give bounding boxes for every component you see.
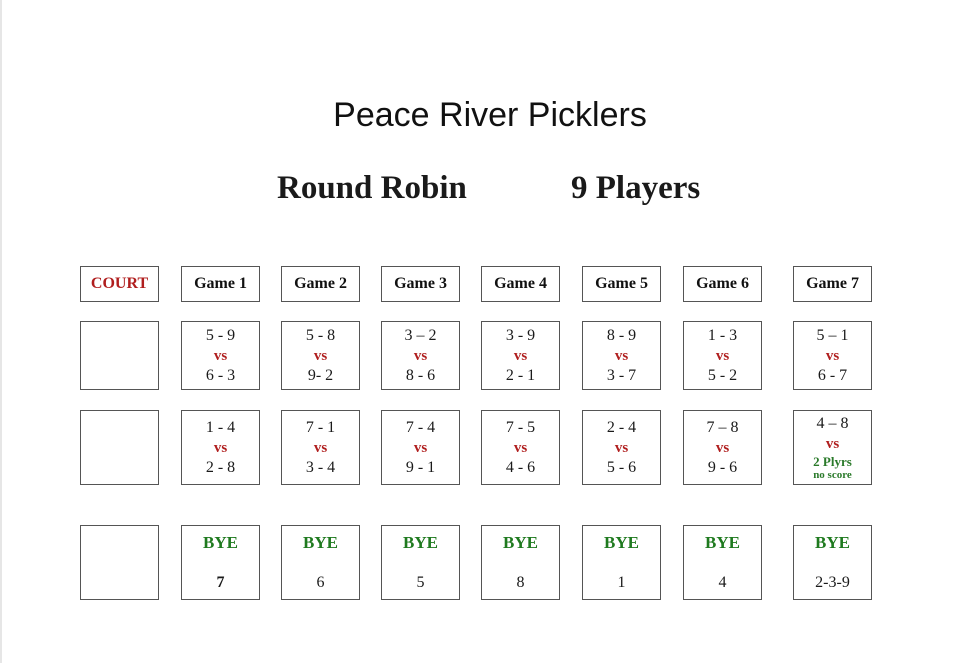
bye-player: 8	[516, 573, 525, 591]
game-2-header: Game 2	[281, 266, 360, 302]
vs-label: vs	[614, 439, 629, 456]
team-a: 8 - 9	[606, 326, 637, 344]
vs-label: vs	[825, 347, 840, 364]
bye-label: BYE	[303, 532, 338, 552]
vs-label: vs	[715, 347, 730, 364]
court-2-game-1: 1 - 4 vs 2 - 8	[181, 410, 260, 485]
court-2-game-3: 7 - 4 vs 9 - 1	[381, 410, 460, 485]
bye-player: 1	[617, 573, 626, 591]
bye-game-6: BYE 4	[683, 525, 762, 600]
team-a: 5 – 1	[816, 326, 849, 344]
bye-player: 7	[216, 573, 225, 591]
bye-label: BYE	[203, 532, 238, 552]
team-a: 7 - 1	[305, 418, 336, 436]
bye-label: BYE	[705, 532, 740, 552]
team-a: 7 – 8	[706, 418, 739, 436]
court-1-game-4: 3 - 9 vs 2 - 1	[481, 321, 560, 390]
team-b: 9- 2	[307, 366, 334, 384]
court-1-game-3: 3 – 2 vs 8 - 6	[381, 321, 460, 390]
bye-game-2: BYE 6	[281, 525, 360, 600]
team-b: 9 - 6	[707, 458, 738, 476]
team-a: 3 – 2	[404, 326, 437, 344]
schedule-format-title: Round Robin	[277, 170, 467, 206]
game-6-header: Game 6	[683, 266, 762, 302]
player-count-title: 9 Players	[571, 170, 701, 206]
court-1-game-5: 8 - 9 vs 3 - 7	[582, 321, 661, 390]
vs-label: vs	[513, 347, 528, 364]
court-2-game-2: 7 - 1 vs 3 - 4	[281, 410, 360, 485]
bye-player: 5	[416, 573, 425, 591]
court-1-game-2: 5 - 8 vs 9- 2	[281, 321, 360, 390]
team-b: 8 - 6	[405, 366, 436, 384]
team-b: 2 - 8	[205, 458, 236, 476]
vs-label: vs	[513, 439, 528, 456]
team-b: 3 - 7	[606, 366, 637, 384]
team-a: 7 - 4	[405, 418, 436, 436]
vs-label: vs	[313, 439, 328, 456]
vs-label: vs	[715, 439, 730, 456]
vs-label: vs	[213, 439, 228, 456]
page-edge	[0, 0, 2, 663]
bye-game-5: BYE 1	[582, 525, 661, 600]
game-7-header: Game 7	[793, 266, 872, 302]
court-2-game-6: 7 – 8 vs 9 - 6	[683, 410, 762, 485]
bye-label: BYE	[604, 532, 639, 552]
game-5-header: Game 5	[582, 266, 661, 302]
team-b: 6 - 3	[205, 366, 236, 384]
vs-label: vs	[313, 347, 328, 364]
bye-row-court-cell	[80, 525, 159, 600]
vs-label: vs	[614, 347, 629, 364]
team-a: 7 - 5	[505, 418, 536, 436]
vs-label: vs	[413, 439, 428, 456]
game-3-header: Game 3	[381, 266, 460, 302]
court-2-game-4: 7 - 5 vs 4 - 6	[481, 410, 560, 485]
bye-player: 6	[316, 573, 325, 591]
team-a: 5 - 9	[205, 326, 236, 344]
bye-player: 2-3-9	[815, 573, 850, 591]
court-1-game-7: 5 – 1 vs 6 - 7	[793, 321, 872, 390]
team-b: 3 - 4	[305, 458, 336, 476]
team-a: 3 - 9	[505, 326, 536, 344]
bye-label: BYE	[403, 532, 438, 552]
team-b: 5 - 6	[606, 458, 637, 476]
bye-player: 4	[718, 573, 727, 591]
bye-game-7: BYE 2-3-9	[793, 525, 872, 600]
bye-game-4: BYE 8	[481, 525, 560, 600]
team-b: 4 - 6	[505, 458, 536, 476]
team-b: 6 - 7	[817, 366, 848, 384]
team-b: 9 - 1	[405, 458, 436, 476]
court-1-game-1: 5 - 9 vs 6 - 3	[181, 321, 260, 390]
bye-game-3: BYE 5	[381, 525, 460, 600]
court-1-cell	[80, 321, 159, 390]
organization-title: Peace River Picklers	[333, 96, 647, 134]
team-a: 1 - 3	[707, 326, 738, 344]
team-a: 2 - 4	[606, 418, 637, 436]
bye-label: BYE	[503, 532, 538, 552]
bye-label: BYE	[815, 532, 850, 552]
vs-label: vs	[213, 347, 228, 364]
bye-game-1: BYE 7	[181, 525, 260, 600]
court-2-game-7: 4 – 8 vs 2 Plyrs no score	[793, 410, 872, 485]
court-2-cell	[80, 410, 159, 485]
game-4-header: Game 4	[481, 266, 560, 302]
game-1-header: Game 1	[181, 266, 260, 302]
court-2-game-5: 2 - 4 vs 5 - 6	[582, 410, 661, 485]
two-players-note: 2 Plyrs	[813, 453, 852, 469]
vs-label: vs	[413, 347, 428, 364]
team-b: 5 - 2	[707, 366, 738, 384]
vs-label: vs	[825, 435, 840, 452]
team-a: 4 – 8	[816, 414, 849, 432]
no-score-note: no score	[813, 468, 852, 481]
court-1-game-6: 1 - 3 vs 5 - 2	[683, 321, 762, 390]
team-b: 2 - 1	[505, 366, 536, 384]
team-a: 1 - 4	[205, 418, 236, 436]
court-header: COURT	[80, 266, 159, 302]
team-a: 5 - 8	[305, 326, 336, 344]
